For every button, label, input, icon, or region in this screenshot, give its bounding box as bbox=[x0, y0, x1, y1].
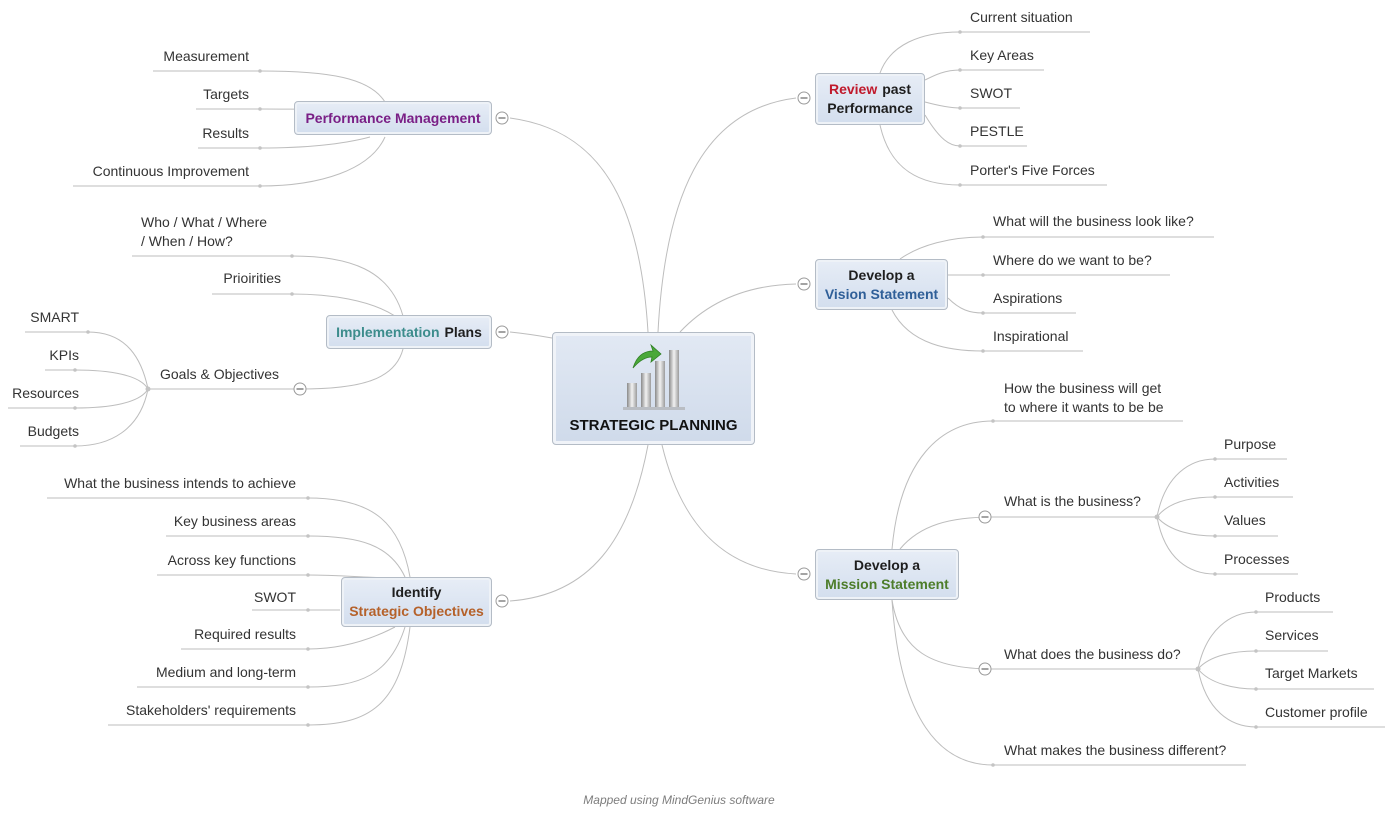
review-title-c: Performance bbox=[827, 100, 913, 116]
leaf-swot-right: SWOT bbox=[970, 85, 1012, 101]
leaf-how-business-get: How the business will get to where it wa… bbox=[1004, 379, 1164, 417]
implementation-plans-node[interactable]: Implementation Plans bbox=[326, 315, 492, 349]
central-topic[interactable]: STRATEGIC PLANNING bbox=[552, 332, 755, 445]
leaf-how-line2: to where it wants to be be bbox=[1004, 399, 1164, 415]
leaf-where-want-to-be: Where do we want to be? bbox=[993, 252, 1152, 268]
collapse-performance-icon[interactable] bbox=[495, 111, 509, 125]
leaf-stakeholders: Stakeholders' requirements bbox=[126, 702, 296, 718]
review-title-a: Review bbox=[828, 81, 878, 97]
leaf-smart: SMART bbox=[30, 309, 79, 325]
mission-title-b: Mission Statement bbox=[825, 575, 949, 592]
leaf-activities: Activities bbox=[1224, 474, 1280, 490]
leaf-aspirations: Aspirations bbox=[993, 290, 1063, 306]
leaf-who-line1: Who / What / Where bbox=[141, 214, 268, 230]
what-does-business-topic[interactable]: What does the business do? bbox=[1004, 646, 1181, 662]
leaf-business-look-like: What will the business look like? bbox=[993, 213, 1194, 229]
vision-title-a: Develop a bbox=[848, 266, 915, 283]
bar-chart-growth-icon bbox=[623, 343, 685, 410]
implementation-title-a: Implementation bbox=[336, 323, 440, 340]
leaf-swot-left: SWOT bbox=[254, 589, 296, 605]
leaf-kpis: KPIs bbox=[49, 347, 79, 363]
identify-title-a: Identify bbox=[391, 584, 442, 600]
leaf-budgets: Budgets bbox=[27, 423, 79, 439]
review-title-row: Review past bbox=[829, 80, 911, 99]
leaf-who-line2: / When / How? bbox=[141, 233, 233, 249]
leaf-purpose: Purpose bbox=[1224, 436, 1277, 452]
collapse-mission-icon[interactable] bbox=[797, 567, 811, 581]
leaf-customer-profile: Customer profile bbox=[1265, 704, 1368, 720]
central-topic-title: STRATEGIC PLANNING bbox=[569, 417, 738, 434]
review-title-b: past bbox=[882, 81, 912, 97]
leaf-business-different: What makes the business different? bbox=[1004, 742, 1227, 758]
leaf-values: Values bbox=[1224, 512, 1266, 528]
review-past-performance-node[interactable]: Review past Performance bbox=[815, 73, 925, 125]
leaf-products: Products bbox=[1265, 589, 1321, 605]
leaf-targets: Targets bbox=[203, 86, 249, 102]
leaf-required-results: Required results bbox=[194, 626, 296, 642]
leaf-porters-five-forces: Porter's Five Forces bbox=[970, 162, 1095, 178]
mission-statement-node[interactable]: Develop a Mission Statement bbox=[815, 549, 959, 600]
leaf-processes: Processes bbox=[1224, 551, 1290, 567]
leaf-pestle: PESTLE bbox=[970, 123, 1024, 139]
leaf-results: Results bbox=[202, 125, 249, 141]
leaf-resources: Resources bbox=[12, 385, 79, 401]
identify-objectives-node[interactable]: Identify Strategic Objectives bbox=[341, 577, 492, 627]
vision-title-b: Vision Statement bbox=[824, 285, 939, 302]
leaf-continuous-improvement: Continuous Improvement bbox=[92, 163, 249, 179]
leaf-key-areas: Key Areas bbox=[970, 47, 1034, 63]
what-is-business-topic[interactable]: What is the business? bbox=[1004, 493, 1141, 509]
goals-objectives-topic[interactable]: Goals & Objectives bbox=[160, 366, 280, 382]
leaf-key-business-areas: Key business areas bbox=[173, 513, 296, 529]
collapse-what-does-icon[interactable] bbox=[978, 662, 992, 676]
mission-title-a: Develop a bbox=[853, 556, 921, 573]
leaf-inspirational: Inspirational bbox=[993, 328, 1069, 344]
leaf-medium-long-term: Medium and long-term bbox=[155, 664, 296, 680]
leaf-who-what-where: Who / What / Where / When / How? bbox=[141, 213, 267, 251]
leaf-how-line1: How the business will get bbox=[1004, 380, 1162, 396]
leaf-intends-to-achieve: What the business intends to achieve bbox=[64, 475, 296, 491]
footer-credit: Mapped using MindGenius software bbox=[583, 793, 775, 807]
leaf-across-key-functions: Across key functions bbox=[167, 552, 296, 568]
collapse-goals-icon[interactable] bbox=[293, 382, 307, 396]
leaf-measurement: Measurement bbox=[163, 48, 249, 64]
leaf-priorities: Prioirities bbox=[223, 270, 281, 286]
leaf-target-markets: Target Markets bbox=[1265, 665, 1358, 681]
collapse-toggles[interactable] bbox=[293, 91, 992, 676]
implementation-title-b: Plans bbox=[444, 323, 482, 340]
leaf-services: Services bbox=[1265, 627, 1319, 643]
collapse-what-is-icon[interactable] bbox=[978, 510, 992, 524]
collapse-vision-icon[interactable] bbox=[797, 277, 811, 291]
collapse-review-icon[interactable] bbox=[797, 91, 811, 105]
vision-statement-node[interactable]: Develop a Vision Statement bbox=[815, 259, 948, 310]
identify-title-b: Strategic Objectives bbox=[349, 603, 484, 619]
performance-management-title: Performance Management bbox=[305, 109, 481, 126]
collapse-identify-icon[interactable] bbox=[495, 594, 509, 608]
collapse-implementation-icon[interactable] bbox=[495, 325, 509, 339]
leaf-current-situation: Current situation bbox=[970, 9, 1073, 25]
performance-management-node[interactable]: Performance Management bbox=[294, 101, 492, 135]
